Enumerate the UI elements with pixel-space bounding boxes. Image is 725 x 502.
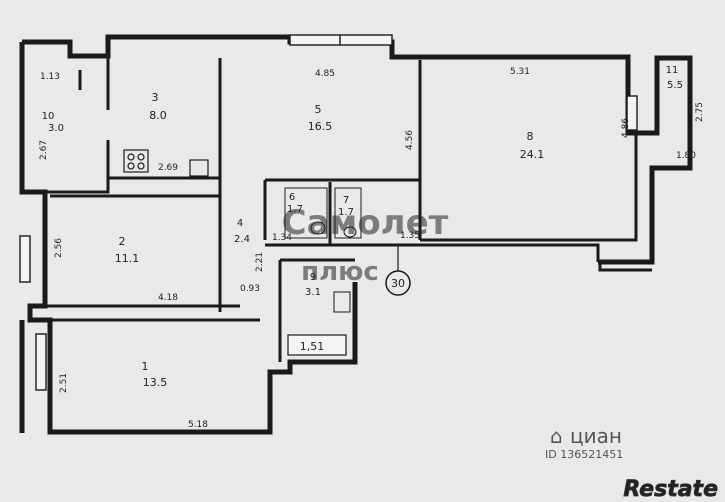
room-1-area: 13.5: [143, 376, 168, 389]
room-4-number: 4: [237, 218, 243, 229]
room-6-number: 6: [289, 192, 295, 203]
walls: [19, 34, 693, 435]
room-7-area: 1.7: [338, 207, 354, 218]
room-8-area: 24.1: [520, 148, 545, 161]
room-10-area: 3.0: [48, 123, 64, 134]
dim-1-51: 1,51: [300, 340, 325, 353]
inner-walls: [22, 56, 652, 362]
room-8-number: 8: [527, 130, 534, 143]
dim-2-67: 2.67: [39, 140, 49, 160]
marker-circle: 30: [385, 246, 411, 296]
cian-label: циан: [570, 424, 622, 448]
dim-1-35: 1.35: [400, 231, 420, 241]
dim-2-21: 2.21: [255, 252, 265, 272]
room-11-area: 5.5: [667, 80, 683, 91]
dim-0-93: 0.93: [240, 284, 260, 294]
stove-icon: [123, 149, 149, 173]
room-11-number: 11: [666, 65, 679, 76]
dim-2-75: 2.75: [695, 102, 705, 122]
room-4-area: 2.4: [234, 234, 250, 245]
cian-logo-icon: ⌂: [550, 424, 563, 448]
windows: [19, 34, 638, 391]
room-9-number: 9: [310, 272, 316, 283]
dim-4-56: 4.56: [405, 130, 415, 150]
restate-logo: Restate: [610, 472, 725, 502]
room-7-number: 7: [343, 195, 349, 206]
dim-1-80: 1.80: [676, 151, 696, 161]
sink-icon: [189, 159, 209, 177]
room-9-area: 3.1: [305, 287, 321, 298]
room-labels: 1 13.5 2 11.1 3 8.0 4 2.4 5 16.5 6 1.7 7…: [42, 65, 683, 389]
room-5-number: 5: [315, 103, 322, 116]
dim-2-69: 2.69: [158, 163, 178, 173]
room-1-number: 1: [142, 360, 149, 373]
marker-label: 30: [391, 277, 405, 290]
bath-icon: [284, 187, 328, 239]
room-2-number: 2: [119, 235, 126, 248]
watermark-top: Самолет: [282, 203, 449, 243]
room-3-area: 8.0: [149, 109, 167, 122]
restate-label: Restate: [623, 477, 718, 502]
cian-watermark: ⌂ циан ID 136521451: [545, 424, 623, 461]
watermark-samolet: Самолет плюс: [282, 203, 449, 287]
dim-2-51: 2.51: [59, 373, 69, 393]
dimension-labels: 1.13 2.67 4.85 5.31 2.69 4.56 4.86 2.75 …: [39, 67, 705, 430]
dim-4-18: 4.18: [158, 293, 178, 303]
dim-5-18: 5.18: [188, 420, 208, 430]
dim-2-56: 2.56: [54, 238, 64, 258]
dim-4-85: 4.85: [315, 69, 335, 79]
room-3-number: 3: [152, 91, 159, 104]
dim-5-31: 5.31: [510, 67, 530, 77]
toilet-icon: [333, 187, 362, 313]
cian-id: ID 136521451: [545, 448, 623, 461]
watermark-bottom: плюс: [301, 257, 379, 287]
dim-4-86: 4.86: [621, 118, 631, 138]
dim-1-13: 1.13: [40, 72, 60, 82]
room-6-area: 1.7: [287, 204, 303, 215]
room-5-area: 16.5: [308, 120, 333, 133]
balcony-area-box: [287, 334, 347, 356]
room-2-area: 11.1: [115, 252, 140, 265]
dim-1-34: 1.34: [272, 233, 292, 243]
room-10-number: 10: [42, 111, 55, 122]
